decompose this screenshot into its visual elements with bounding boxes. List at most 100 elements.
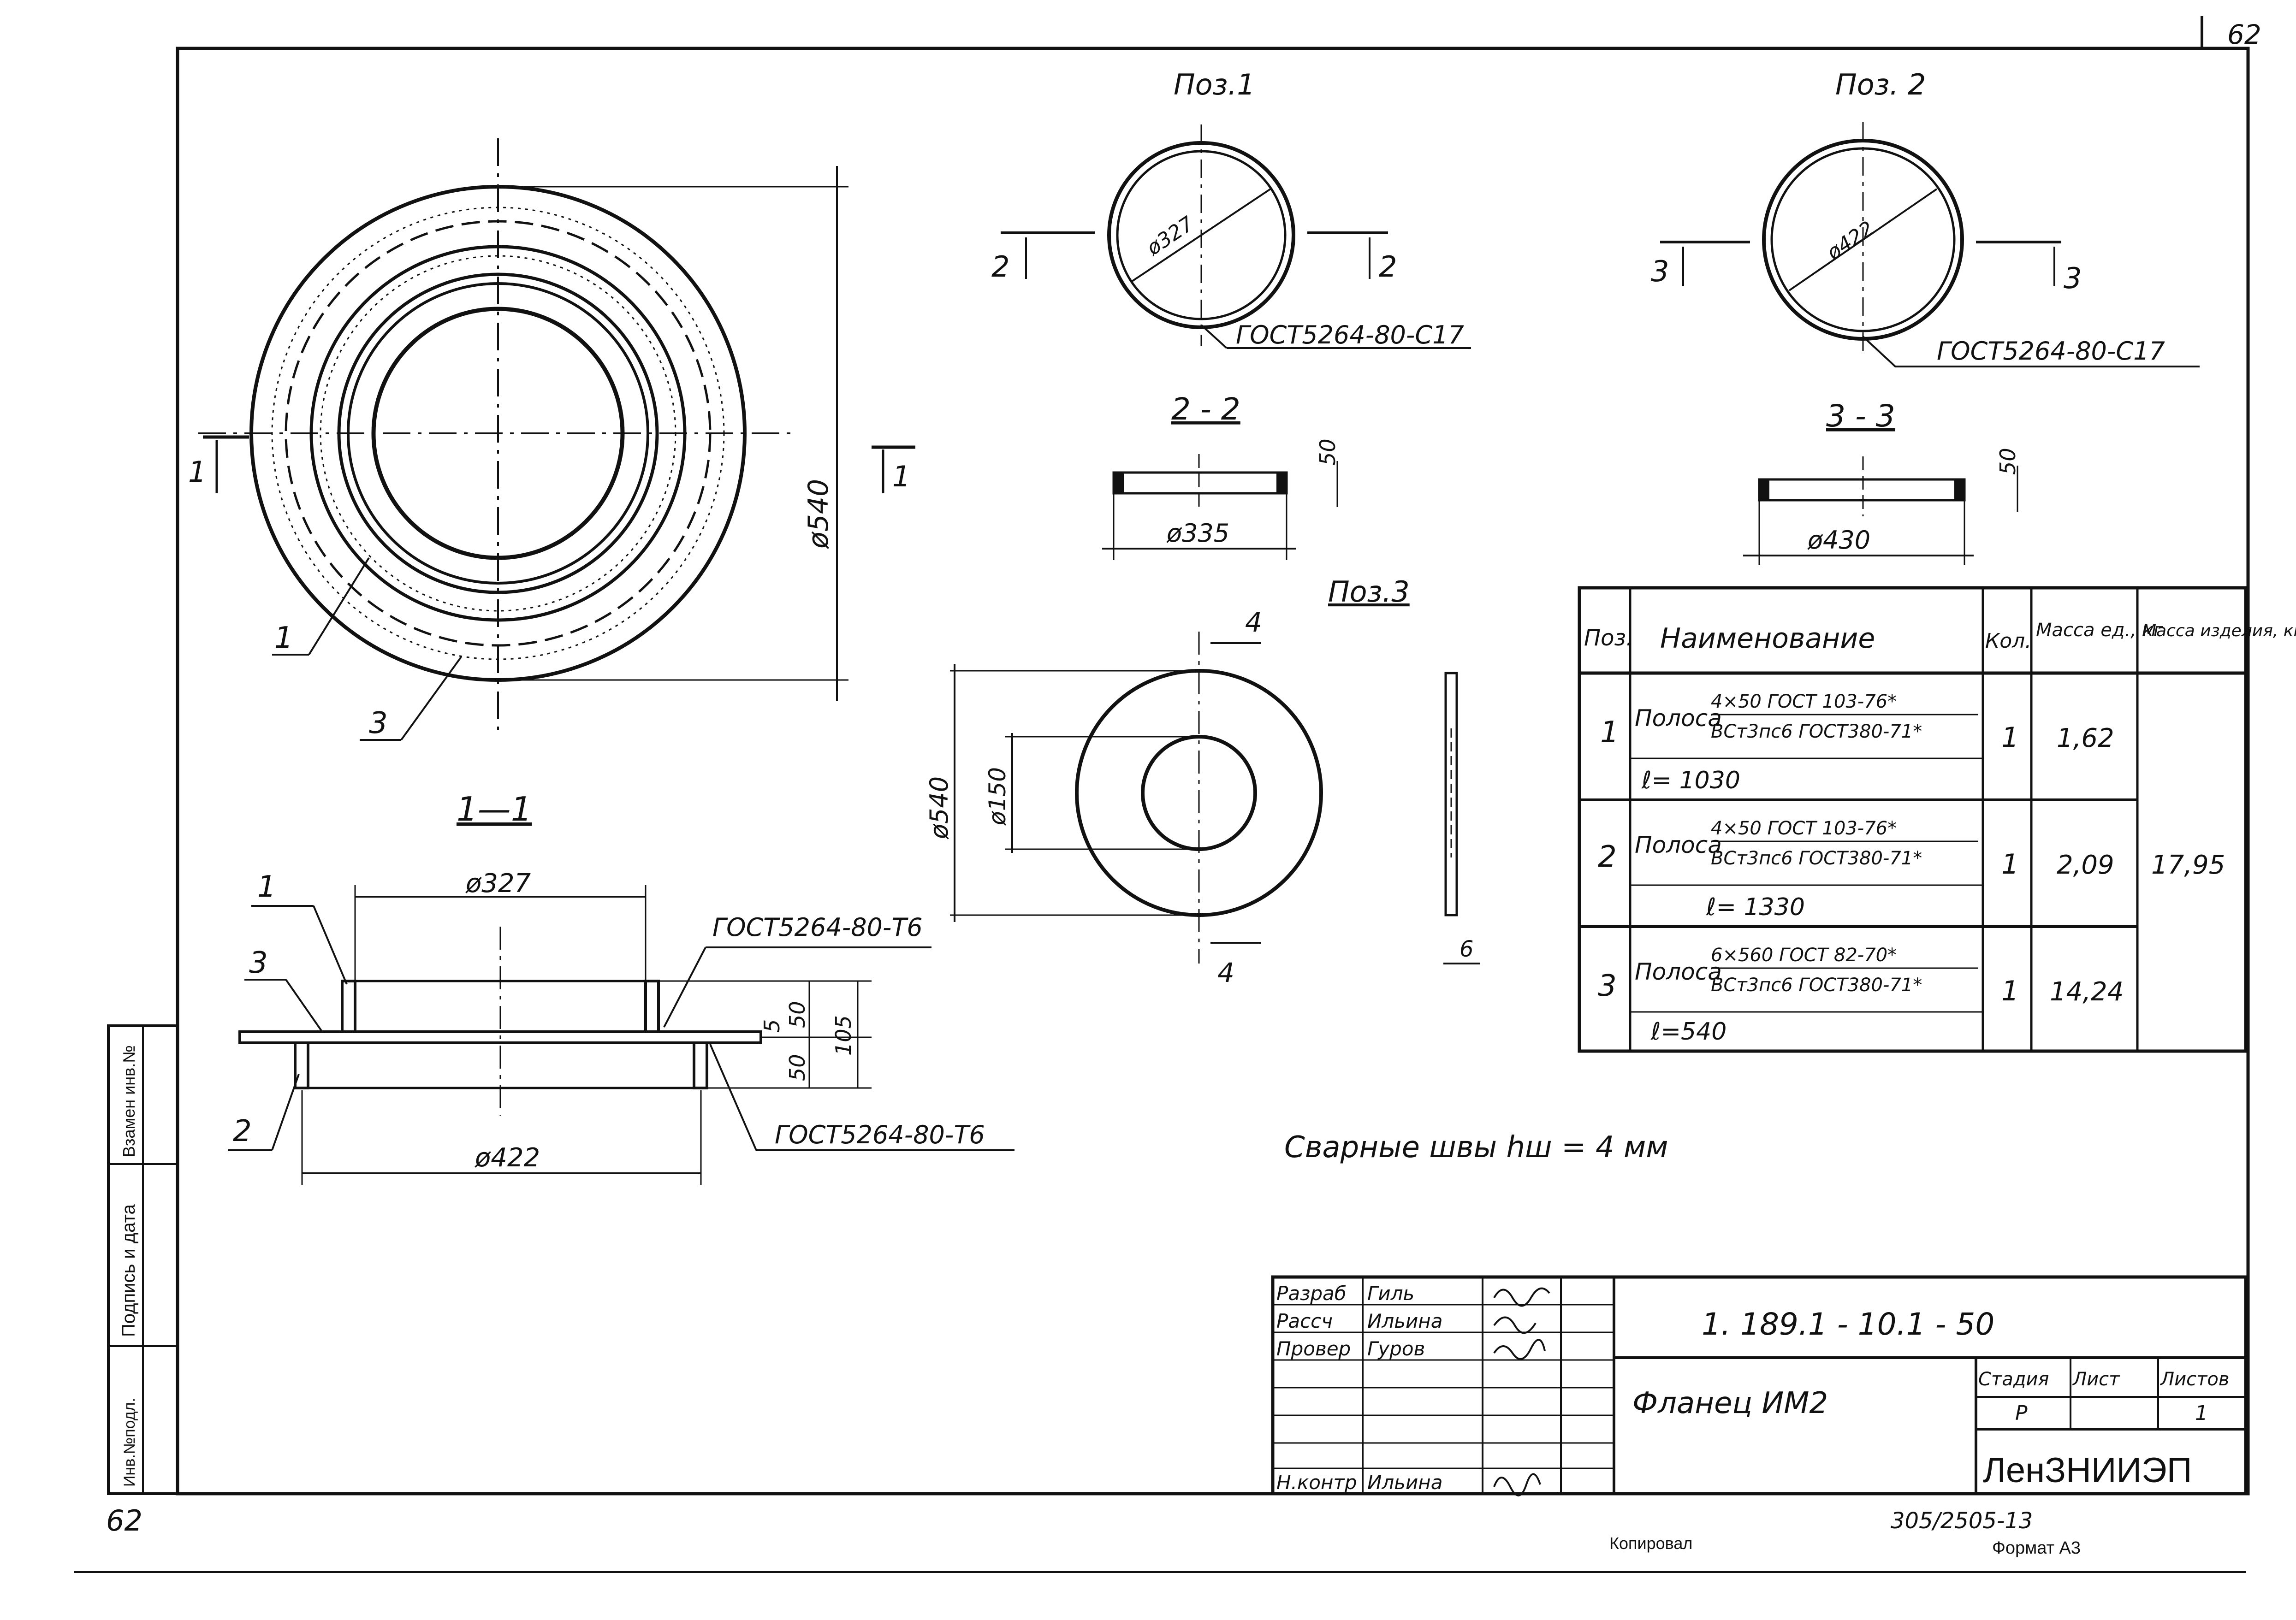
footer-copied: Копировал	[1609, 1534, 1692, 1553]
tb-name-2: Ильина	[1367, 1310, 1443, 1332]
spec-row1-pos: 1	[1600, 715, 1619, 750]
sec22-body	[1112, 471, 1288, 495]
spec-header-mass-unit: Масса ед., кг	[2036, 620, 2164, 641]
sec33-wall-right	[1954, 479, 1964, 500]
poz2-weld: ГОСТ5264-80-С17	[1937, 337, 2165, 366]
tb-name-3: Гуров	[1367, 1337, 1425, 1360]
spec-total-mass: 17,95	[2151, 850, 2225, 880]
weld-leader-top	[663, 947, 706, 1028]
poz3-cut-label-top: 4	[1245, 607, 1262, 638]
tb-role-1: Разраб	[1276, 1282, 1347, 1305]
spec-row3-prefix: Полоса	[1635, 958, 1722, 985]
section-1-1-title: 1—1	[457, 790, 532, 828]
poz2-view: Поз. 2 3 3 ø422 ГОСТ5264-80-С17	[1651, 68, 2200, 367]
spec-row2-spec-top: 4×50 ГОСТ 103-76*	[1711, 818, 1897, 839]
sec33-wall-left	[1759, 479, 1769, 500]
dim-50-top: 50	[785, 1001, 810, 1028]
sheet-number: 62	[2227, 19, 2261, 50]
poz1-dia-line	[1131, 188, 1271, 282]
cut-label-right: 1	[892, 460, 910, 493]
spec-row2-length: ℓ= 1330	[1706, 893, 1805, 921]
spec-row1-mass: 1,62	[2057, 723, 2114, 753]
poz1-weld: ГОСТ5264-80-С17	[1236, 320, 1464, 349]
side-stamp-inventory: Инв.№подл.	[121, 1398, 138, 1487]
dim-section-bottom: ø422	[475, 1143, 540, 1173]
poz2-cut-label-left: 3	[1651, 254, 1669, 288]
poz3-view: Поз.3 ø540 ø150 4 4 6	[925, 575, 1480, 988]
spec-row2-spec-bottom: ВСт3пс6 ГОСТ380-71*	[1711, 848, 1922, 869]
poz1-dia: ø327	[1142, 212, 1198, 260]
sheet-number-bottom: 62	[106, 1504, 142, 1537]
main-plan-view: ø540 1 1 1 3	[188, 138, 915, 741]
dim-50-bottom: 50	[785, 1054, 810, 1081]
tb-sheets-header: Листов	[2160, 1369, 2229, 1390]
tb-stage-value: Р	[2015, 1401, 2028, 1425]
spec-row1-length: ℓ= 1030	[1641, 767, 1740, 794]
spec-row3-mass: 14,24	[2050, 977, 2124, 1007]
poz3-thickness: 6	[1459, 936, 1474, 962]
dim-5: 5	[759, 1019, 784, 1033]
spec-table-border	[1578, 586, 2248, 1053]
callout-1: 1	[274, 621, 293, 655]
spec-row2-pos: 2	[1598, 840, 1617, 874]
dim-main-dia: ø540	[802, 479, 835, 549]
poz2-title: Поз. 2	[1835, 68, 1926, 101]
spec-header-pos: Поз.	[1584, 625, 1633, 651]
sec22-title: 2 - 2	[1171, 391, 1240, 427]
sec-callout-3: 3	[249, 946, 268, 980]
sec22-h: 50	[1315, 438, 1340, 466]
sec22-wall-left	[1114, 473, 1124, 493]
spec-row3-qty: 1	[2001, 975, 2019, 1007]
section-upper-pipe-left	[341, 980, 356, 1033]
sec33-h: 50	[1995, 448, 2020, 475]
spec-table: Поз. Наименование Кол. Масса ед., кг Мас…	[1578, 586, 2296, 1053]
spec-row3-spec-bottom: ВСт3пс6 ГОСТ380-71*	[1711, 975, 1922, 996]
spec-row2-qty: 1	[2001, 848, 2019, 881]
footer-order: 305/2505-13	[1891, 1508, 2033, 1534]
tb-doc-code: 1. 189.1 - 10.1 - 50	[1702, 1307, 1994, 1342]
poz1-weld-leader	[1200, 324, 1228, 349]
tb-stage-header: Стадия	[1978, 1369, 2049, 1390]
cut-label-left: 1	[188, 455, 206, 489]
spec-row3-pos: 3	[1598, 969, 1617, 1003]
tb-sheet-header: Лист	[2072, 1369, 2120, 1390]
weld-note: Сварные швы hш = 4 мм	[1284, 1130, 1668, 1165]
title-block-border	[1271, 1275, 2248, 1496]
spec-row3-length: ℓ=540	[1650, 1018, 1726, 1046]
sec-callout-2: 2	[233, 1114, 252, 1148]
dim-section-top: ø327	[465, 869, 531, 899]
spec-row1-spec-top: 4×50 ГОСТ 103-76*	[1711, 691, 1897, 712]
section-lower-pipe-left	[294, 1041, 309, 1089]
poz2-weld-leader	[1862, 336, 1896, 367]
side-stamp-signature: Подпись и дата	[119, 1204, 139, 1337]
title-block: Разраб Гиль Рассч Ильина Провер Гуров Н.…	[1271, 1275, 2248, 1496]
sec22-dia: ø335	[1166, 519, 1229, 548]
poz3-side-plate	[1444, 672, 1458, 916]
spec-row2-prefix: Полоса	[1635, 832, 1722, 858]
side-stamp: Подпись и дата Взамен инв.№ Инв.№подл.	[107, 1024, 179, 1495]
spec-row1-spec-bottom: ВСт3пс6 ГОСТ380-71*	[1711, 721, 1922, 742]
drawing-frame	[176, 47, 2250, 1496]
spec-header-mass-total: Масса изделия, кг	[2142, 621, 2296, 640]
poz2-cut-label-right: 3	[2064, 261, 2082, 295]
section-lower-pipe-right	[693, 1041, 708, 1089]
tb-organization: ЛенЗНИИЭП	[1983, 1451, 2192, 1490]
section-3-3: 3 - 3 ø430 50	[1743, 398, 2020, 565]
section-1-1: 1—1 ø327 ø422 5 50 105 50 ГОСТ52	[228, 790, 1015, 1185]
sec22-wall-right	[1276, 473, 1287, 493]
side-stamp-replace: Взамен инв.№	[119, 1045, 138, 1157]
spec-header-qty: Кол.	[1985, 629, 2031, 653]
poz2-dia-line	[1788, 188, 1938, 291]
tb-role-4: Н.контр	[1276, 1471, 1357, 1494]
footer-format: Формат А3	[1992, 1538, 2081, 1558]
poz2-dia: ø422	[1822, 217, 1878, 265]
sec33-title: 3 - 3	[1826, 398, 1895, 434]
leader-3	[400, 656, 462, 741]
poz3-inner-dia: ø150	[984, 767, 1011, 826]
poz3-outer-dia: ø540	[925, 776, 954, 840]
signature-1	[1493, 1287, 1550, 1307]
tb-name-4: Ильина	[1367, 1471, 1443, 1494]
dim-105: 105	[831, 1015, 856, 1056]
section-2-2: 2 - 2 ø335 50	[1102, 391, 1340, 560]
